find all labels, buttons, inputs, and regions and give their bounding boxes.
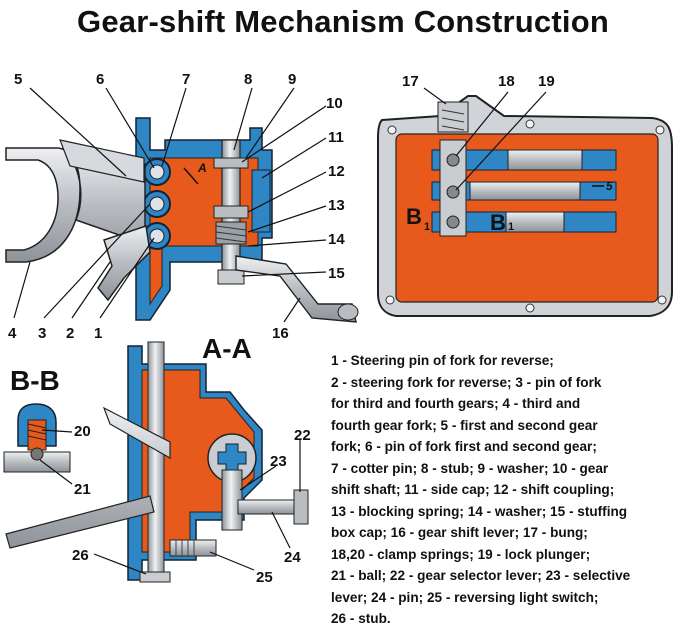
- aa-switch-threads: [175, 540, 195, 556]
- blocking-spring-coils: [215, 225, 247, 243]
- callout-23: 23: [270, 453, 287, 470]
- legend-line: 2 - steering fork for reverse; 3 - pin o…: [331, 374, 602, 390]
- cover-bung: [437, 101, 469, 133]
- legend-line: box cap; 16 - gear shift lever; 17 - bun…: [331, 525, 588, 540]
- legend-line: 18,20 - clamp springs; 19 - lock plunger…: [331, 546, 591, 562]
- callout-numbers: 5 6 7 8 9 10 11 12 13 14 15 16 4 3 2 1 1…: [8, 71, 555, 586]
- callout-1: 1: [94, 325, 102, 342]
- callout-6: 6: [96, 71, 104, 88]
- legend-line: 26 - stub.: [331, 611, 391, 626]
- callout-4: 4: [8, 325, 17, 342]
- callout-9: 9: [288, 71, 296, 88]
- callout-22: 22: [294, 427, 311, 444]
- aa-stub: [139, 571, 171, 583]
- parts-legend: 1 - Steering pin of fork for reverse; 2 …: [331, 350, 683, 630]
- cover-top-view: B 1 B 1 5: [377, 95, 673, 317]
- lock-ball-2: [446, 185, 460, 199]
- cover-fork-head-lower: [505, 211, 565, 233]
- lock-ball-1: [446, 153, 460, 167]
- callout-15: 15: [328, 265, 345, 282]
- legend-line: 21 - ball; 22 - gear selector lever; 23 …: [331, 568, 631, 583]
- section-bb-view: B-B: [3, 365, 71, 473]
- callout-18: 18: [498, 73, 515, 90]
- section-b-index-right: 1: [508, 221, 514, 233]
- callout-2: 2: [66, 325, 74, 342]
- legend-line: 1 - Steering pin of fork for reverse;: [331, 353, 554, 368]
- section-aa-label: A-A: [202, 333, 252, 364]
- fork-rod-3-pin: [149, 196, 165, 212]
- callout-11: 11: [328, 129, 344, 146]
- bb-ball: [30, 447, 44, 461]
- callout-17: 17: [402, 73, 419, 90]
- shaft-washer: [213, 157, 249, 169]
- bb-clamp-spring: [27, 423, 47, 441]
- cover-fork-head-middle: [469, 181, 581, 201]
- callout-14: 14: [328, 231, 345, 248]
- legend-line: 13 - blocking spring; 14 - washer; 15 - …: [331, 503, 628, 519]
- legend-line: fourth gear fork; 5 - first and second g…: [331, 417, 598, 433]
- first-second-gear-fork: [59, 139, 145, 183]
- lever-end-eye: [337, 303, 359, 321]
- legend-line: fork; 6 - pin of fork first and second g…: [331, 439, 597, 454]
- section-a-marker: A: [197, 161, 207, 175]
- callout-25: 25: [256, 569, 273, 586]
- section-b-marker-left: B: [406, 204, 422, 229]
- callout-20: 20: [74, 423, 91, 440]
- section-a-arrow-line: [183, 167, 199, 185]
- lock-ball-3: [446, 215, 460, 229]
- leader-lines: [13, 87, 547, 575]
- cover-fork-head-upper: [507, 149, 583, 171]
- callout-8: 8: [244, 71, 252, 88]
- reverse-steering-fork: [97, 225, 151, 302]
- legend-line: for third and fourth gears; 4 - third an…: [331, 396, 581, 411]
- callout-19: 19: [538, 73, 555, 90]
- callout-16: 16: [272, 325, 289, 342]
- callout-10: 10: [326, 95, 343, 112]
- gear-shift-lever: [235, 255, 357, 323]
- stuffing-box-cap: [217, 269, 245, 285]
- callout-7: 7: [182, 71, 190, 88]
- aa-shift-lever-diagonal: [5, 406, 171, 549]
- clamp-spring-coils: [441, 109, 465, 131]
- callout-13: 13: [328, 197, 345, 214]
- aa-pin: [237, 499, 299, 515]
- fork-assembly-view: A: [5, 117, 359, 323]
- legend-line: 7 - cotter pin; 8 - stub; 9 - washer; 10…: [331, 460, 609, 476]
- legend-line: lever; 24 - pin; 25 - reversing light sw…: [331, 589, 599, 605]
- cover-bolt-holes: [385, 119, 667, 313]
- diagram-title: Gear-shift Mechanism Construction: [77, 4, 609, 39]
- section-marker-five: 5: [606, 179, 613, 193]
- callout-26: 26: [72, 547, 89, 564]
- section-b-index-left: 1: [424, 221, 430, 233]
- callout-12: 12: [328, 163, 345, 180]
- callout-5: 5: [14, 71, 22, 88]
- aa-shift-shaft: [147, 341, 165, 583]
- section-bb-label: B-B: [10, 365, 60, 396]
- legend-line: shift shaft; 11 - side cap; 12 - shift c…: [331, 482, 615, 497]
- fork-rod-6-pin: [149, 164, 165, 180]
- aa-gear-selector-lever-end: [293, 489, 309, 525]
- side-cap: [251, 169, 271, 233]
- aa-reversing-light-switch: [169, 539, 217, 557]
- callout-24: 24: [284, 549, 301, 566]
- callout-3: 3: [38, 325, 46, 342]
- shift-coupling: [213, 205, 249, 219]
- callout-21: 21: [74, 481, 91, 498]
- section-aa-view: A-A: [5, 333, 309, 583]
- section-b-marker-right: B: [490, 210, 506, 235]
